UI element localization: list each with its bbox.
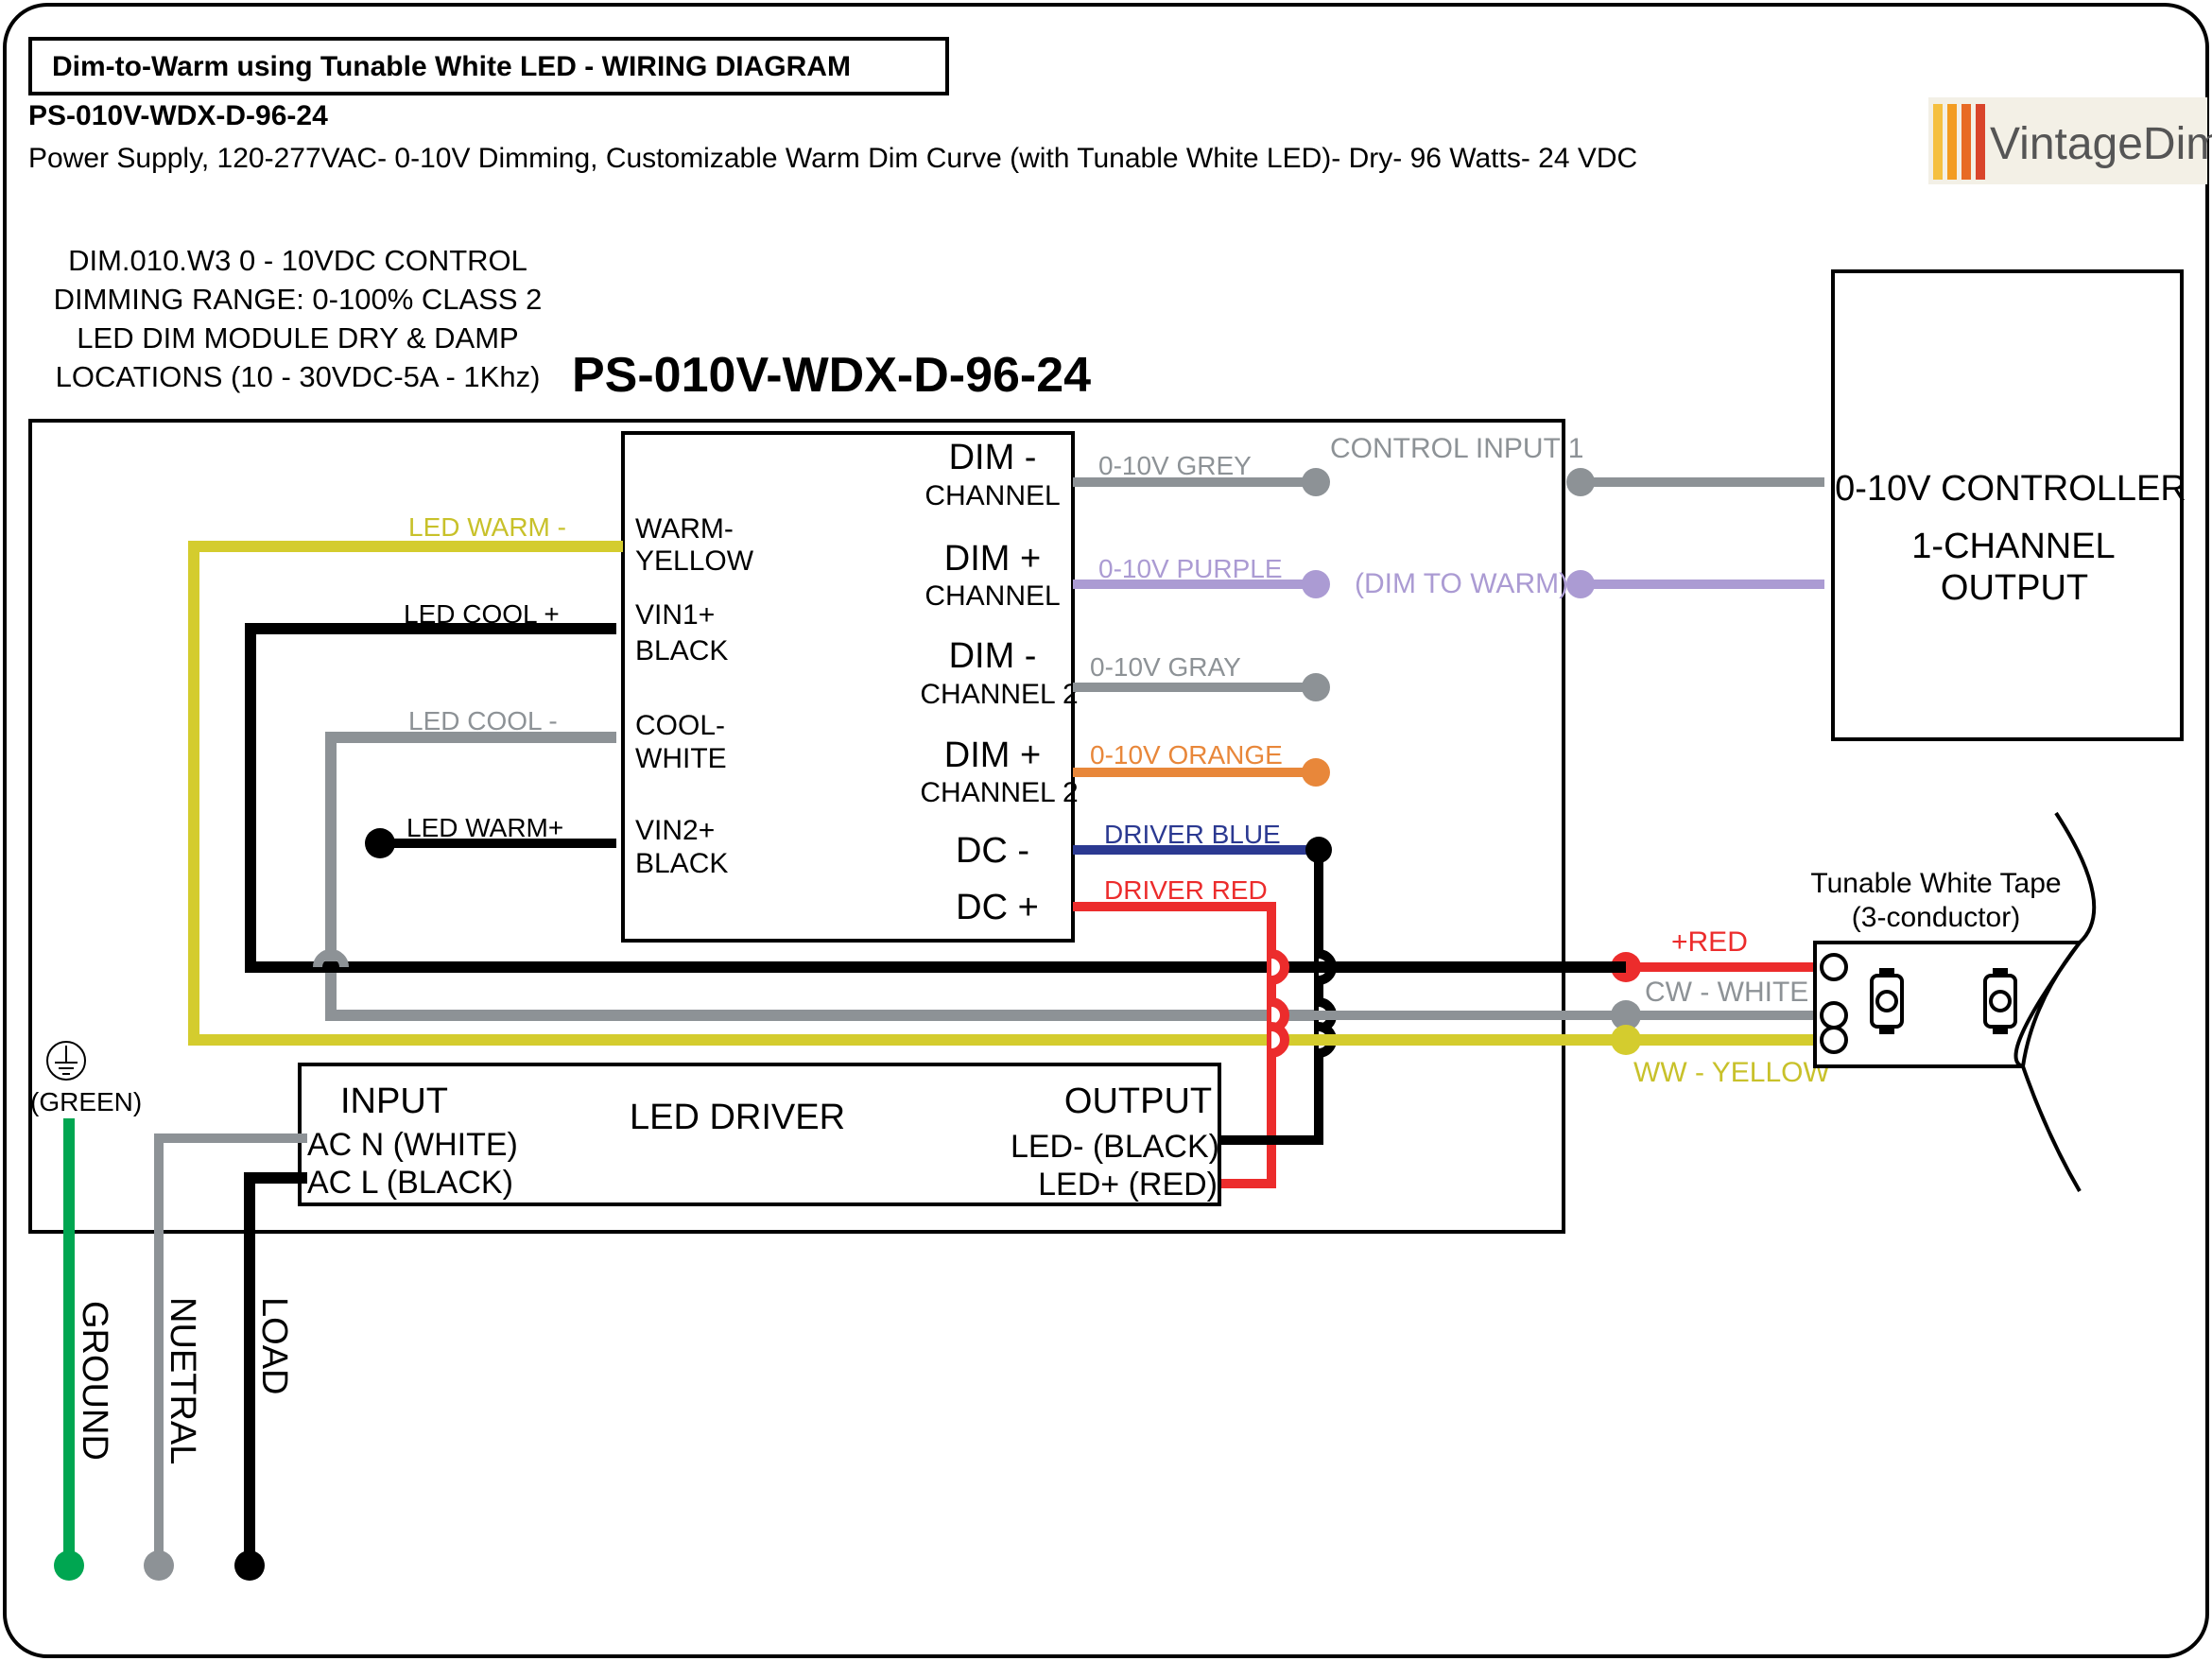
tape-pad-2 [1820, 1001, 1848, 1029]
red-wire-hops [1270, 949, 1289, 1058]
label-driver-red: DRIVER RED [1104, 875, 1268, 905]
driver-input-label: INPUT [340, 1081, 448, 1121]
supply-load-label: LOAD [254, 1297, 294, 1394]
controller-line-2: 1-CHANNEL [1911, 527, 2115, 566]
label-control-input: CONTROL INPUT 1 [1330, 433, 1583, 464]
label-led-cool-minus: LED COOL - [408, 706, 558, 735]
label-0-10v-orange: 0-10V ORANGE [1090, 740, 1283, 770]
wire-purple-end [1302, 570, 1330, 598]
led-chip-2 [1983, 968, 2017, 1034]
label-led-warm-minus: LED WARM - [408, 512, 566, 542]
page-border [3, 3, 2209, 1658]
controller-grey-node [1566, 468, 1595, 496]
label-led-cool-plus: LED COOL + [404, 599, 560, 629]
dim-module-box [621, 431, 1075, 943]
supply-neutral-label: NUETRAL [163, 1297, 202, 1464]
spec-line-3: LED DIM MODULE DRY & DAMP [77, 321, 518, 355]
tape-title: Tunable White Tape [1810, 868, 2061, 899]
term-cool-top: COOL- [635, 710, 725, 741]
controller-line-1: 0-10V CONTROLLER [1835, 469, 2186, 509]
term-warm-bottom: YELLOW [635, 545, 754, 577]
model-number: PS-010V-WDX-D-96-24 [28, 100, 328, 131]
module-right-labels: DIM - CHANNEL DIM + CHANNEL DIM - CHANNE… [920, 438, 1078, 927]
label-driver-blue: DRIVER BLUE [1104, 820, 1281, 849]
term-vin1-top: VIN1+ [635, 599, 715, 631]
wire-hop-grey [313, 949, 349, 968]
wire-load-end [234, 1550, 265, 1581]
label-tape-white: CW - WHITE [1645, 977, 1808, 1008]
diagram-title: Dim-to-Warm using Tunable White LED - WI… [52, 51, 851, 82]
wire-neutral-grey [154, 1133, 307, 1566]
wire-load-black [244, 1172, 307, 1566]
term-dim2-minus: DIM - [949, 636, 1037, 676]
term-vin2-top: VIN2+ [635, 815, 715, 846]
term-vin1-bottom: BLACK [635, 635, 728, 666]
tape-pad-1 [1820, 953, 1848, 981]
driver-ac-n: AC N (WHITE) [307, 1127, 518, 1163]
wire-grey-end [1302, 468, 1330, 496]
ground-icon [46, 1041, 86, 1081]
wire-orange-end [1302, 758, 1330, 787]
controller-line-3: OUTPUT [1941, 568, 2088, 608]
label-0-10v-gray: 0-10V GRAY [1090, 652, 1241, 682]
label-led-warm-plus: LED WARM+ [406, 813, 563, 842]
term-cool-bottom: WHITE [635, 743, 727, 774]
label-0-10v-purple: 0-10V PURPLE [1098, 554, 1283, 583]
title-box [28, 37, 949, 95]
led-chip-1 [1870, 968, 1904, 1034]
term-dim2-plus-channel: CHANNEL 2 [920, 777, 1078, 808]
term-dim1-plus: DIM + [944, 539, 1041, 579]
term-dc-minus: DC - [956, 831, 1029, 871]
driver-led-plus: LED+ (RED) [1038, 1167, 1218, 1202]
tape-yellow-node [1611, 1025, 1641, 1055]
label-tape-yellow: WW - YELLOW [1633, 1057, 1830, 1088]
term-dim1-minus: DIM - [949, 438, 1037, 477]
wire-cool-grey [325, 732, 1314, 1021]
term-dim1-minus-channel: CHANNEL [925, 480, 1060, 511]
wire-gray2-end [1302, 673, 1330, 701]
enclosure-box [28, 419, 1565, 1234]
driver-title: LED DRIVER [630, 1098, 845, 1137]
label-dim-to-warm: (DIM TO WARM) [1355, 568, 1568, 599]
term-dim2-minus-channel: CHANNEL 2 [920, 679, 1078, 710]
driver-led-minus: LED- (BLACK) [1011, 1129, 1219, 1165]
vintagedim-logo: VintageDim [1928, 97, 2212, 184]
label-0-10v-grey: 0-10V GREY [1098, 451, 1252, 480]
driver-ac-l: AC L (BLACK) [307, 1165, 513, 1201]
label-tape-red: +RED [1671, 926, 1748, 958]
term-vin2-bottom: BLACK [635, 848, 728, 879]
driver-output-label: OUTPUT [1064, 1081, 1212, 1121]
logo-text: VintageDim [1990, 119, 2212, 169]
term-dim2-plus: DIM + [944, 735, 1041, 775]
tape-white-node [1611, 1000, 1641, 1030]
tape-pad-3 [1820, 1026, 1848, 1054]
module-model-title: PS-010V-WDX-D-96-24 [572, 348, 1091, 403]
wire-ground-end [54, 1550, 84, 1581]
spec-line-4: LOCATIONS (10 - 30VDC-5A - 1Khz) [56, 360, 541, 393]
controller-box [1831, 269, 2184, 741]
module-spec: DIM.010.W3 0 - 10VDC CONTROL DIMMING RAN… [54, 244, 543, 393]
spec-line-2: DIMMING RANGE: 0-100% CLASS 2 [54, 283, 543, 316]
wire-vin1-black [245, 623, 1314, 973]
term-warm-top: WARM- [635, 513, 734, 545]
wire-vin2-end [365, 828, 395, 858]
controller-labels: 0-10V CONTROLLER 1-CHANNEL OUTPUT [1835, 469, 2186, 608]
controller-purple-node [1566, 570, 1595, 598]
led-tape [1813, 811, 2097, 1193]
supply-ground-label: GROUND [75, 1301, 114, 1461]
ground-green-label: (GREEN) [30, 1087, 142, 1116]
tape-cut-curve [2013, 811, 2097, 1193]
spec-line-1: DIM.010.W3 0 - 10VDC CONTROL [68, 244, 527, 277]
wire-driver-black [1219, 850, 1323, 1145]
product-description: Power Supply, 120-277VAC- 0-10V Dimming,… [28, 143, 1637, 174]
wire-warm-yellow [188, 541, 1314, 1046]
wire-neutral-end [144, 1550, 174, 1581]
term-dc-plus: DC + [956, 888, 1039, 927]
tape-subtitle: (3-conductor) [1852, 902, 2020, 933]
term-dim1-plus-channel: CHANNEL [925, 580, 1060, 612]
module-left-labels: WARM- YELLOW VIN1+ BLACK COOL- WHITE VIN… [635, 513, 754, 879]
